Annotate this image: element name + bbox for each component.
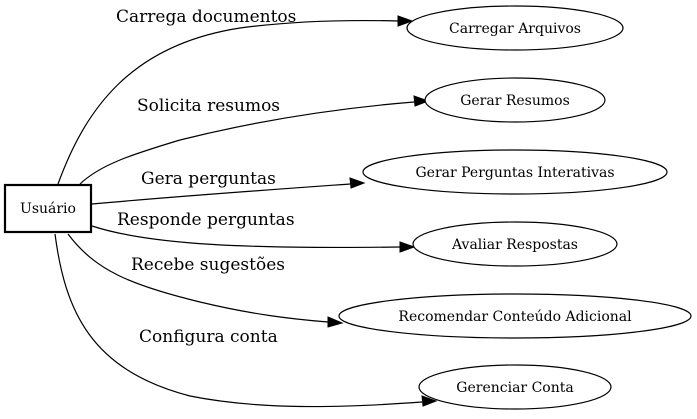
edge-label: Solicita resumos	[137, 96, 280, 116]
edge-line	[79, 101, 415, 185]
use-case-recommend[interactable]: Recomendar Conteúdo Adicional	[338, 293, 692, 339]
edge-questions: Gera perguntas	[91, 169, 366, 205]
use-case-ellipse	[406, 5, 624, 51]
edge-label: Recebe sugestões	[131, 255, 285, 275]
use-case-account[interactable]: Gerenciar Conta	[418, 364, 612, 410]
actor-box	[3, 183, 93, 234]
arrowhead	[327, 316, 344, 328]
actor-label: Usuário	[20, 201, 76, 217]
edge-label: Gera perguntas	[141, 169, 276, 189]
use-case-evaluate[interactable]: Avaliar Respostas	[412, 221, 618, 267]
use-case-label: Avaliar Respostas	[451, 237, 578, 253]
edge-summaries: Solicita resumos	[79, 95, 430, 185]
use-case-ellipse	[362, 149, 668, 195]
arrowhead	[397, 15, 414, 27]
use-case-upload[interactable]: Carregar Arquivos	[406, 5, 624, 51]
use-case-questions[interactable]: Gerar Perguntas Interativas	[362, 149, 668, 195]
use-case-label: Gerar Resumos	[460, 93, 570, 109]
use-case-label: Gerar Perguntas Interativas	[415, 165, 614, 181]
arrowhead	[413, 95, 430, 107]
use-case-summaries[interactable]: Gerar Resumos	[424, 77, 606, 123]
use-case-ellipse	[424, 77, 606, 123]
edge-evaluate: Responde perguntas	[91, 210, 416, 253]
edge-recommend: Recebe sugestões	[67, 233, 344, 328]
use-case-label: Carregar Arquivos	[449, 21, 581, 37]
use-case-label: Gerenciar Conta	[456, 380, 573, 396]
arrowhead	[421, 395, 438, 407]
edge-line	[91, 183, 351, 205]
edge-label: Configura conta	[139, 327, 278, 347]
edge-line	[91, 225, 401, 249]
actor-node[interactable]: Usuário	[3, 183, 93, 234]
edge-line	[57, 19, 399, 185]
use-case-ellipse	[338, 293, 692, 339]
use-case-ellipse	[412, 221, 618, 267]
arrowhead	[399, 241, 416, 253]
edge-label: Carrega documentos	[116, 7, 296, 27]
arrowhead	[349, 177, 366, 189]
edge-account: Configura conta	[54, 233, 438, 408]
edge-label: Responde perguntas	[117, 210, 295, 230]
edge-upload: Carrega documentos	[57, 7, 414, 185]
edge-line	[67, 233, 329, 323]
use-case-ellipse	[418, 364, 612, 410]
edge-line	[54, 233, 423, 408]
use-case-label: Recomendar Conteúdo Adicional	[398, 309, 632, 325]
